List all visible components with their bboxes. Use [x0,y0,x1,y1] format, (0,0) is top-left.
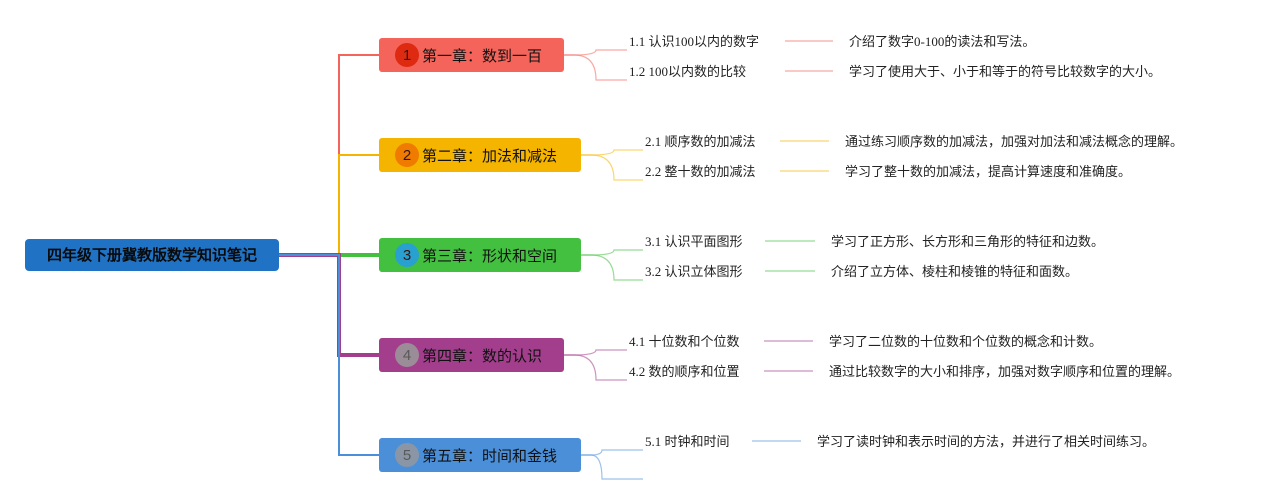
root-title: 四年级下册冀教版数学知识笔记 [46,246,257,264]
section-label-2-2[interactable]: 2.2 整十数的加减法 [645,164,756,179]
connector-ch3-sec1 [581,249,643,256]
section-label-3-1[interactable]: 3.1 认识平面图形 [645,234,743,249]
chapter-title-5: 第五章：时间和金钱 [422,446,558,465]
section-desc-2-1[interactable]: 通过练习顺序数的加减法，加强对加法和减法概念的理解。 [845,134,1184,149]
section-label-3-2[interactable]: 3.2 认识立体图形 [645,264,743,279]
section-desc-3-2[interactable]: 介绍了立方体、棱柱和棱锥的特征和面数。 [831,264,1079,279]
chapter-number-badge-5: 5 [395,443,419,467]
chapter-title-2: 第二章：加法和减法 [422,146,558,165]
connector-ch4-sec1 [564,349,627,356]
section-label-4-2[interactable]: 4.2 数的顺序和位置 [629,364,740,379]
connector-ch3-sec2 [581,254,643,281]
section-desc-4-1[interactable]: 学习了二位数的十位数和个位数的概念和计数。 [829,334,1103,349]
connector-ch1-sec1 [564,49,627,56]
section-desc-4-2[interactable]: 通过比较数字的大小和排序，加强对数字顺序和位置的理解。 [829,364,1181,379]
section-label-4-1[interactable]: 4.1 十位数和个位数 [629,334,740,349]
section-label-1-1[interactable]: 1.1 认识100以内的数字 [629,34,760,49]
section-desc-5-1[interactable]: 学习了读时钟和表示时间的方法，并进行了相关时间练习。 [817,434,1156,449]
connector-ch4-sec2 [564,354,627,381]
chapter-title-1: 第一章：数到一百 [422,46,543,65]
connector-root-ch2 [279,154,379,256]
chapter-number-badge-3: 3 [395,243,419,267]
connector-ch5-sec1 [581,449,643,456]
chapter-number-badge-4: 4 [395,343,419,367]
chapter-title-3: 第三章：形状和空间 [422,246,558,265]
chapter-title-4: 第四章：数的认识 [422,346,543,365]
section-label-1-2[interactable]: 1.2 100以内数的比较 [629,64,747,79]
section-desc-1-1[interactable]: 介绍了数字0-100的读法和写法。 [849,34,1036,49]
connector-ch2-sec1 [581,149,643,156]
section-desc-2-2[interactable]: 学习了整十数的加减法，提高计算速度和准确度。 [845,164,1132,179]
chapter-number-badge-1: 1 [395,43,419,67]
connector-ch1-sec2 [564,54,627,81]
connector-ch2-sec2 [581,154,643,181]
connector-root-ch5 [279,254,379,456]
section-label-2-1[interactable]: 2.1 顺序数的加减法 [645,134,756,149]
root-node[interactable]: 四年级下册冀教版数学知识笔记 [25,239,279,271]
connector-ch5-sec2 [581,454,643,480]
chapter-number-badge-2: 2 [395,143,419,167]
section-desc-3-1[interactable]: 学习了正方形、长方形和三角形的特征和边数。 [831,234,1105,249]
section-desc-1-2[interactable]: 学习了使用大于、小于和等于的符号比较数字的大小。 [849,64,1162,79]
section-label-5-1[interactable]: 5.1 时钟和时间 [645,434,730,449]
connector-root-ch4 [279,253,379,357]
